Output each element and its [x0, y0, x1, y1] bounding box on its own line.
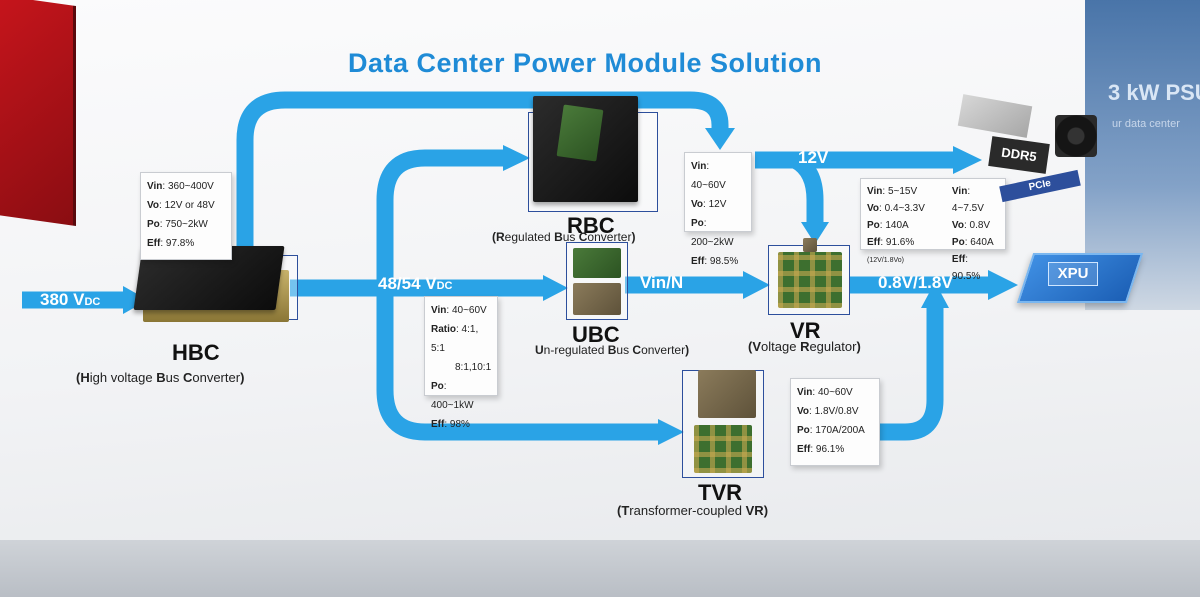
spec-row: Vo: 0.4~3.3V — [867, 203, 925, 214]
tvr-spec-card: Vin: 40~60V Vo: 1.8V/0.8V Po: 170A/200A … — [790, 378, 880, 466]
spec-row: Vo: 12V or 48V — [147, 200, 215, 211]
rbc-module-pcb — [556, 104, 604, 162]
spec-row: Ratio: 4:1, 5:1 — [431, 324, 479, 354]
hbc-name: HBC — [172, 340, 220, 365]
arrowhead-out — [988, 270, 1018, 300]
spec-row: Po: 170A/200A — [797, 425, 865, 436]
arrowhead-rbc — [503, 145, 530, 171]
spec-row: Po: 200~2kW — [691, 218, 734, 248]
tvr-name: TVR — [698, 480, 742, 505]
spec-row: Eff: 90.5% — [951, 254, 981, 282]
spec-row: Vo: 0.8V — [951, 220, 991, 231]
arrowhead-vin-n — [743, 271, 770, 299]
vr-name: VR — [790, 318, 821, 343]
tvr-description: (Transformer-coupled VR) — [617, 503, 769, 518]
label-vin-n: Vin/N — [640, 273, 684, 292]
spec-row: Po: 640A — [951, 237, 994, 248]
arrow-hbc-to-top — [236, 91, 729, 255]
spec-row: Vin: 5~15V — [867, 186, 918, 197]
arrowhead-12v — [953, 146, 982, 174]
ubc-spec-card: Vin: 40~60V Ratio: 4:1, 5:1 8:1,10:1 Po:… — [424, 296, 498, 430]
vr-small-chip — [803, 238, 817, 252]
vr-description: (Voltage Regulator) — [748, 339, 861, 354]
hbc-spec-card: Vin: 360~400V Vo: 12V or 48V Po: 750~2kW… — [140, 172, 232, 260]
ubc-module-top — [573, 248, 621, 278]
spec-row: Vo: 12V — [691, 199, 727, 210]
spec-row: Vin: 40~60V — [797, 387, 853, 398]
rbc-spec-card: Vin: 40~60V Vo: 12V Po: 200~2kW Eff: 98.… — [684, 152, 752, 267]
ubc-name: UBC — [572, 322, 620, 347]
spec-row: Vin: 40~60V — [431, 305, 487, 316]
spec-row: Eff: 91.6%(12V/1.8Vo) — [867, 237, 915, 264]
background-sub-text: ur data center — [1112, 118, 1180, 130]
arrowhead-top — [705, 128, 735, 150]
label-12v: 12V — [798, 148, 829, 167]
label-output-voltage: 0.8V/1.8V — [878, 273, 953, 292]
tvr-module-bottom — [694, 425, 752, 473]
vr-spec-col-right: Vin: 4~7.5V Vo: 0.8V Po: 640A Eff: 90.5% — [952, 183, 999, 285]
spec-row: Eff: 96.1% — [797, 444, 845, 455]
spec-row: Vin: 360~400V — [147, 181, 214, 192]
hbc-description: (High voltage Bus Converter) — [76, 370, 245, 385]
label-input-voltage: 380 VDC — [40, 290, 101, 309]
label-bus-voltage: 48/54 VDC — [378, 274, 453, 293]
spec-row: Eff: 98% — [431, 419, 470, 430]
page-title: Data Center Power Module Solution — [347, 48, 823, 78]
spec-row: Po: 750~2kW — [147, 219, 208, 230]
spec-row: Eff: 97.8% — [147, 238, 195, 249]
floor — [0, 540, 1200, 597]
arrow-12v-to-vr — [790, 152, 824, 225]
arrow-bus-to-rbc — [376, 149, 505, 288]
spec-row: Vin: 40~60V — [691, 161, 726, 191]
ubc-module-bottom — [573, 283, 621, 315]
arrowhead-vr — [801, 222, 829, 244]
spec-row: Vo: 1.8V/0.8V — [797, 406, 859, 417]
spec-row: Po: 400~1kW — [431, 381, 474, 411]
spec-row: Eff: 98.5% — [691, 256, 739, 267]
spec-row: Vin: 4~7.5V — [951, 186, 984, 214]
arrow-tvr-up — [880, 305, 944, 441]
arrowhead-tvr — [658, 419, 684, 445]
rbc-name: RBC — [567, 213, 615, 238]
rbc-description: (Regulated Bus Converter) — [492, 230, 636, 244]
fan-image — [1055, 115, 1097, 157]
spec-row: Po: 140A — [867, 220, 909, 231]
vr-module — [778, 252, 842, 308]
spec-row: 8:1,10:1 — [455, 362, 492, 373]
tvr-module-top — [698, 370, 756, 418]
vr-spec-col-left: Vin: 5~15V Vo: 0.4~3.3V Po: 140A Eff: 91… — [867, 183, 942, 285]
arrowhead-tvr-up — [921, 282, 949, 308]
ubc-description: Un-regulated Bus Converter) — [535, 343, 690, 357]
arrow-bus-to-tvr — [376, 288, 660, 441]
background-psu-text: 3 kW PSU — [1108, 80, 1200, 105]
vr-spec-card: Vin: 5~15V Vo: 0.4~3.3V Po: 140A Eff: 91… — [860, 178, 1006, 282]
arrowhead-bus — [543, 275, 568, 301]
xpu-label: XPU — [1048, 262, 1098, 286]
